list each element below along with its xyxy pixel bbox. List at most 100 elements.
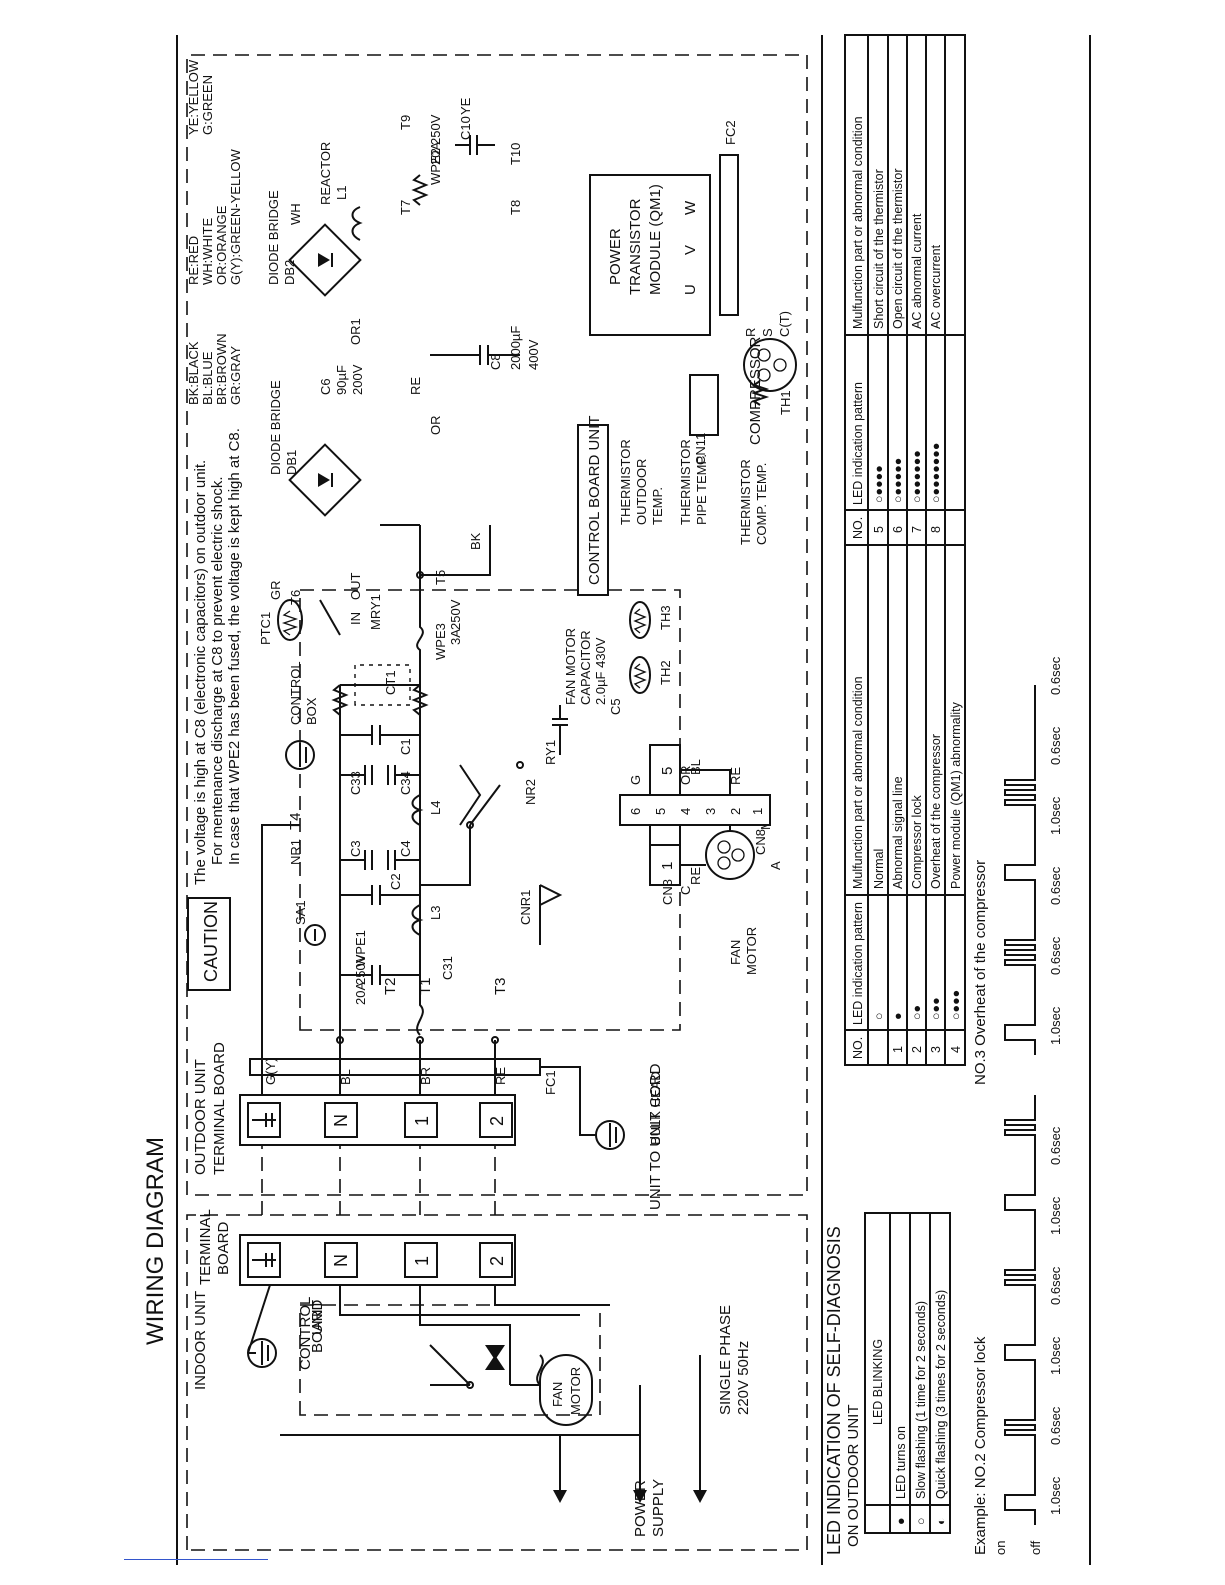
t3-timing-5: 0.6sec	[1048, 726, 1063, 765]
color-legend: BK:BLACK BL:BLUE BR:BROWN GR:GRAY RE:RED…	[186, 59, 243, 405]
legend-g: G:GREEN	[200, 75, 215, 135]
cn8-wire-re: RE	[728, 767, 743, 785]
right-row-8-no: 8	[929, 526, 943, 533]
led-table-right: NO. LED indication pattern Mulfunction p…	[844, 34, 966, 546]
caution-box	[187, 897, 231, 991]
c31-label: C31	[440, 956, 455, 980]
t2-timing-3: 1.0sec	[1048, 1336, 1063, 1375]
wh-label: WH	[288, 203, 303, 225]
indoor-terminal-n-box	[324, 1242, 358, 1278]
th-pipe-label-2: PIPE TEMP.	[694, 454, 709, 525]
ptm-label-1: POWER	[607, 228, 624, 285]
legend-or: OR:ORANGE	[214, 205, 229, 285]
t3-timing-3: 0.6sec	[1048, 866, 1063, 905]
outdoor-terminal-board	[239, 1094, 516, 1146]
t2-label: T2	[382, 977, 399, 995]
single-phase-label-1: SINGLE PHASE	[717, 1305, 734, 1415]
c5-capacitor-icon	[552, 705, 568, 755]
t2-timing-1: 1.0sec	[1048, 1476, 1063, 1515]
single-phase-label-2: 220V 50Hz	[735, 1341, 752, 1415]
c31-capacitor-icon	[340, 965, 420, 985]
left-hdr-no: NO.	[851, 1037, 865, 1059]
indoor-wire-2	[494, 1285, 610, 1306]
motor-pin-a: A	[768, 861, 783, 870]
right-row-6-no: 6	[891, 526, 905, 533]
mry1-relay-contact	[319, 599, 341, 636]
wpe3-label: WPE3	[433, 623, 448, 660]
c10-capacitor-icon	[455, 135, 495, 155]
t5-label: T5	[433, 570, 448, 585]
c34-label: C34	[398, 771, 413, 795]
bulk-head-wire	[540, 1066, 596, 1136]
sa1-label: SA1	[293, 900, 308, 925]
caution-line-2: For mentenance discharge at C8 to preven…	[209, 476, 226, 865]
db2-title: DIODE BRIDGE	[266, 190, 281, 285]
right-row-8-condition: AC overcurrent	[929, 244, 943, 329]
outdoor-motor-label: MOTOR	[744, 927, 759, 975]
wpe2-resistor-icon	[411, 174, 429, 206]
right-hdr-no: NO.	[851, 517, 865, 539]
indoor-control-label-2: BOARD	[309, 1299, 326, 1353]
comp-pin-s: S	[760, 328, 775, 337]
wpe1-label: WPE1	[353, 930, 368, 967]
c8-value: 2000µF	[508, 326, 523, 370]
led-subheading: ON OUTDOOR UNIT	[845, 1405, 862, 1548]
control-box-label-1: CONTROL	[288, 661, 303, 725]
reactor-l1-label: L1	[334, 186, 349, 200]
c33-capacitor-icon	[340, 765, 373, 785]
outdoor-terminal-1: 1	[412, 1116, 432, 1126]
cn11-label: CN11	[693, 433, 708, 465]
wire-gy-to-t4	[261, 824, 300, 1025]
indoor-wire-n	[339, 1285, 580, 1316]
outdoor-terminal-n: N	[331, 1114, 351, 1127]
t2-timing-5: 1.0sec	[1048, 1196, 1063, 1235]
left-row-3-pattern: ○●●	[929, 997, 943, 1020]
th3-label: TH3	[658, 605, 673, 630]
nr1-label: NR1	[288, 839, 303, 865]
example-2-label: Example: NO.2 Compressor lock	[972, 1336, 989, 1555]
th-pipe-label-1: THERMISTOR	[678, 439, 693, 525]
indoor-terminal-2-box	[479, 1242, 513, 1278]
t9-label: T9	[398, 115, 413, 130]
unit-to-unit-cord-label: UNIT TO UNIT CORD	[647, 1063, 664, 1210]
outdoor-terminal-1-box	[404, 1102, 438, 1138]
nr2-varistor-icon	[459, 764, 482, 826]
ry1-label: RY1	[543, 740, 558, 765]
zener-icon	[539, 884, 563, 945]
legend-wh: WH:WHITE	[200, 218, 215, 285]
reactor-l1-icon	[351, 206, 363, 241]
left-hdr-condition: Mulfunction part or abnormal condition	[851, 676, 865, 889]
wire-bk-to-db1	[420, 525, 491, 576]
re-label-c6: RE	[408, 377, 423, 395]
left-row-4-condition: Power module (QM1) abnormality	[949, 701, 963, 889]
caution-line-1: The voltage is high at C8 (electronic ca…	[192, 460, 209, 885]
indoor-terminal-1: 1	[412, 1256, 432, 1266]
t8-label: T8	[508, 200, 523, 215]
right-row-7-pattern: ○●●●●●●	[910, 450, 924, 503]
c8-capacitor-icon	[430, 345, 520, 365]
motor-pin-re: RE	[688, 867, 703, 885]
indoor-triac-icon	[485, 1345, 505, 1360]
ct1-label: CT1	[383, 670, 398, 695]
indoor-arrow-head-2	[633, 1490, 647, 1503]
outdoor-terminal-n-box	[324, 1102, 358, 1138]
wire-br-label: BR	[418, 1067, 433, 1085]
ptm-label-2: TRANSISTOR	[627, 198, 644, 295]
legend-gy: G(Y):GREEN-YELLOW	[228, 148, 243, 285]
c6-voltage: 200V	[350, 364, 365, 395]
outdoor-fan-motor-icon	[705, 830, 755, 880]
outdoor-terminal-2-box	[479, 1102, 513, 1138]
indoor-terminal-label-2: BOARD	[215, 1221, 232, 1275]
indoor-terminal-2: 2	[487, 1256, 507, 1266]
wpe2-label: WPE2	[428, 148, 443, 185]
power-supply-label-2: SUPPLY	[650, 1479, 667, 1537]
wpe2-rating-1: 20A	[428, 142, 443, 165]
example-3-label: NO.3 Overheat of the compressor	[972, 860, 989, 1085]
c3-capacitor-icon	[340, 850, 373, 870]
legend-bl: BL:BLUE	[200, 351, 215, 405]
gr-label: GR	[268, 581, 283, 601]
c33-label: C33	[348, 771, 363, 795]
right-row-7-condition: AC abnormal current	[910, 213, 924, 329]
ptm-u: U	[682, 284, 699, 295]
